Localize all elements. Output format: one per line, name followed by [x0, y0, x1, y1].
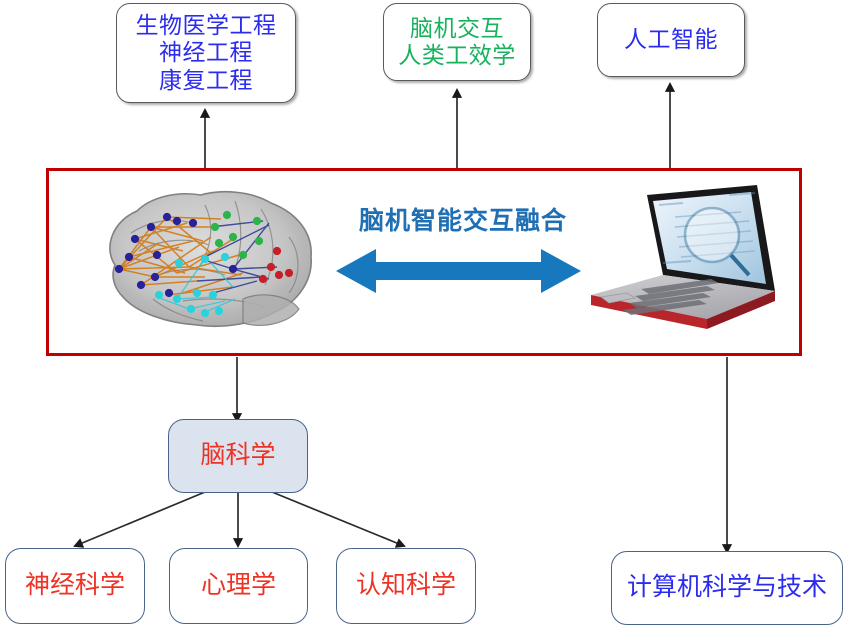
- node-bci-ergonomics[interactable]: 脑机交互 人类工效学: [383, 3, 531, 81]
- brain-connectome-image: [93, 181, 333, 341]
- fusion-panel: 脑机智能交互融合: [46, 168, 802, 356]
- double-headed-arrow: [336, 247, 581, 295]
- node-cognitive-science[interactable]: 认知科学: [336, 548, 476, 624]
- node-artificial-intelligence-label: 人工智能: [624, 27, 718, 53]
- node-psychology[interactable]: 心理学: [169, 548, 308, 624]
- node-biomedical-engineering[interactable]: 生物医学工程 神经工程 康复工程: [116, 3, 296, 103]
- connector-brain-to-neuroscience: [73, 491, 206, 548]
- node-neuroscience[interactable]: 神经科学: [5, 548, 145, 624]
- node-biomedical-engineering-label: 生物医学工程 神经工程 康复工程: [135, 13, 277, 93]
- node-neuroscience-label: 神经科学: [24, 572, 125, 600]
- node-bci-ergonomics-label: 脑机交互 人类工效学: [398, 15, 516, 68]
- node-brain-science-label: 脑科学: [200, 442, 276, 470]
- node-artificial-intelligence[interactable]: 人工智能: [597, 3, 745, 77]
- node-brain-science[interactable]: 脑科学: [168, 419, 308, 493]
- connector-brain-to-cognitive-science: [271, 491, 406, 548]
- fusion-title: 脑机智能交互融合: [359, 207, 568, 235]
- laptop-image: [579, 183, 789, 343]
- node-computer-science[interactable]: 计算机科学与技术: [611, 551, 843, 625]
- node-psychology-label: 心理学: [200, 572, 276, 600]
- node-cognitive-science-label: 认知科学: [355, 572, 456, 600]
- node-computer-science-label: 计算机科学与技术: [626, 574, 827, 602]
